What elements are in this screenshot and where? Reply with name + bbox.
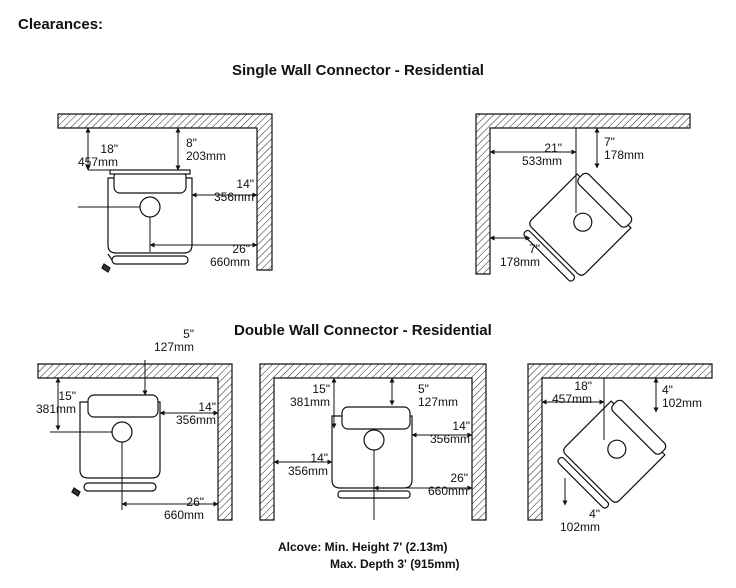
diagram-double-alcove [259,363,487,521]
alcove-min-height: Alcove: Min. Height 7' (2.13m) [278,540,448,554]
diagram-single-corner [475,113,691,282]
diagram-double-straight [37,360,233,521]
dim-label: 7"178mm [499,242,540,269]
dim-label: 5"127mm [153,327,194,354]
dim-label: 15"381mm [289,382,330,409]
double-wall-heading: Double Wall Connector - Residential [234,322,492,339]
dim-label: 5"127mm [418,382,459,409]
stove [101,169,193,273]
dim-label: 7"178mm [604,135,645,162]
dim-label: 18"457mm [77,142,118,169]
stove [331,406,413,499]
dim-label: 21"533mm [521,141,562,168]
dim-label: 4"102mm [559,507,600,534]
wall [259,363,487,521]
dim-label: 14"356mm [287,451,328,478]
dim-label: 8"203mm [186,136,227,163]
dim-label: 14"356mm [429,419,470,446]
dim-label: 26"660mm [427,471,468,498]
wall [37,363,233,521]
dim-label: 14"356mm [175,400,216,427]
dim-label: 15"381mm [35,389,76,416]
wall [527,363,713,521]
stove [71,394,161,497]
single-wall-heading: Single Wall Connector - Residential [232,62,484,79]
dim-label: 18"457mm [551,379,592,406]
stove [523,172,633,282]
wall [57,113,273,271]
wall [475,113,691,275]
alcove-max-depth: Max. Depth 3' (915mm) [330,557,460,571]
page-title: Clearances: [18,16,104,33]
dim-label: 26"660mm [209,242,250,269]
diagram-single-straight [57,113,273,273]
dim-label: 4"102mm [662,383,703,410]
dim-label: 26"660mm [163,495,204,522]
dim-label: 14"356mm [213,177,254,204]
diagram-double-corner [527,363,713,521]
stove [557,399,667,509]
